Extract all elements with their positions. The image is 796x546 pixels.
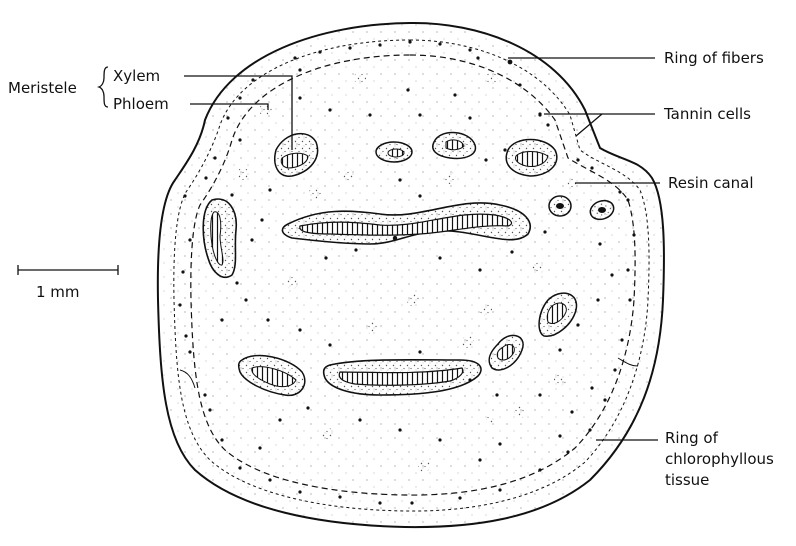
label-ring-chloro-2: chlorophyllous [665,450,774,468]
meristele-brace [99,67,108,107]
phloem-patch [259,104,273,116]
stem-outline [158,23,664,527]
meristele-small-2 [433,133,476,159]
meristele-small-3 [506,140,557,177]
meristele-small-1 [376,142,412,162]
label-ring-chloro-3: tissue [665,471,709,489]
label-xylem: Xylem [113,67,160,85]
label-tannin-cells: Tannin cells [663,105,751,123]
label-phloem: Phloem [113,95,169,113]
label-ring-of-fibers: Ring of fibers [664,49,764,67]
meristele-small-4 [549,196,571,216]
label-resin-canal: Resin canal [668,174,754,192]
label-scale-bar: 1 mm [36,283,80,301]
label-meristele: Meristele [8,79,77,97]
label-ring-chloro-1: Ring of [665,429,719,447]
scale-bar [18,265,118,275]
